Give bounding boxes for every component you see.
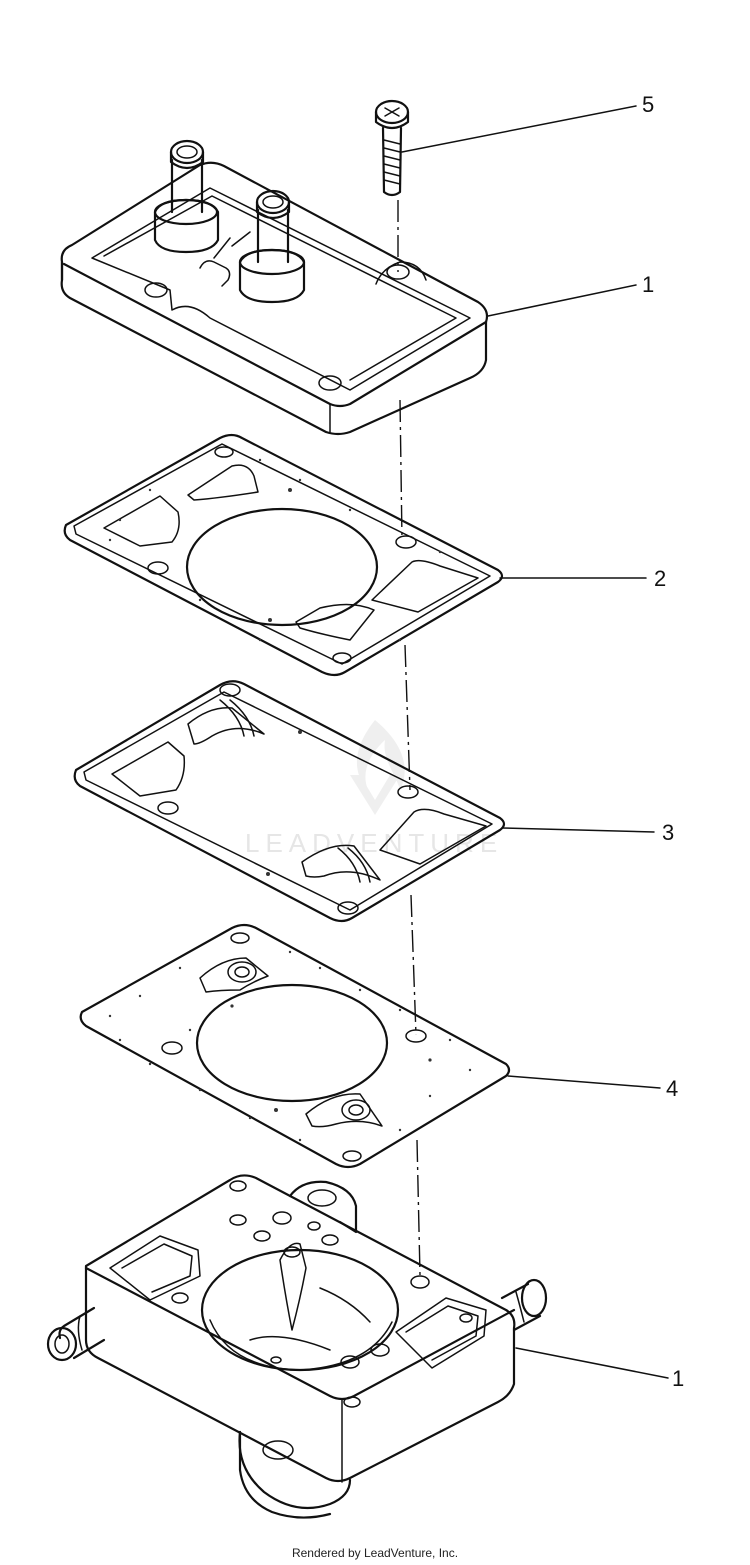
diaphragm-3-part: [73, 680, 506, 923]
screw-part: [374, 99, 410, 197]
watermark-text: LEADVENTURE: [245, 828, 503, 858]
callout-1-top: 1: [642, 272, 654, 297]
callout-2: 2: [654, 566, 666, 591]
pump-body-part: [46, 1174, 548, 1519]
callout-4: 4: [666, 1076, 678, 1101]
top-cover-part: [60, 139, 489, 436]
footer-credit: Rendered by LeadVenture, Inc.: [291, 1546, 459, 1560]
gasket-4-part: [79, 923, 511, 1169]
alignment-line: [397, 200, 421, 1276]
callout-1-bottom: 1: [672, 1366, 684, 1391]
leader-lines: [401, 105, 669, 1379]
callout-5: 5: [642, 92, 654, 117]
gasket-2-part: [63, 433, 504, 677]
callout-3: 3: [662, 820, 674, 845]
watermark: LEADVENTURE: [245, 720, 503, 858]
